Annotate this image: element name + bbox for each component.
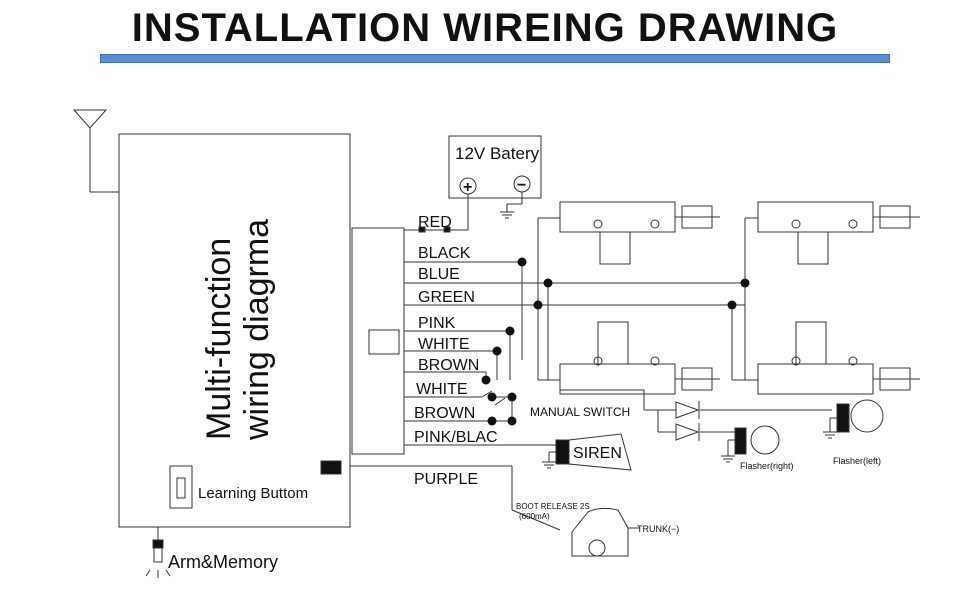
learning-button-label: Learning Buttom (198, 485, 308, 502)
siren-label: SIREN (573, 445, 622, 462)
siren-body (555, 439, 570, 465)
antenna-icon (72, 109, 119, 193)
learning-button[interactable] (169, 465, 193, 509)
module-title-line2: wiring diagrma (238, 219, 276, 441)
wire-label-black: BLACK (418, 245, 471, 262)
module-title-line1: Multi-function (200, 238, 238, 440)
wire-connector-block (351, 227, 405, 455)
diode-2-icon (675, 423, 700, 441)
wire-label-purple: PURPLE (414, 471, 478, 488)
flasher-right-label: Flasher(right) (740, 461, 794, 471)
manual-switch-label: MANUAL SWITCH (530, 405, 630, 419)
diode-1-icon (675, 401, 700, 419)
flasher-left-bulb-icon (850, 399, 884, 433)
battery-minus-label: − (517, 177, 526, 194)
purple-wire-connector (320, 460, 342, 475)
connector-tab (368, 329, 400, 355)
wire-label-pink: PINK (418, 315, 456, 332)
wire-label-white-1: WHITE (418, 336, 470, 353)
wire-label-white-2: WHITE (416, 381, 468, 398)
flasher-left-label: Flasher(left) (833, 456, 881, 466)
battery-plus-label: + (463, 179, 472, 196)
car-trunk-icon (571, 507, 640, 557)
boot-release-label-line2: (600mA) (519, 512, 550, 521)
junction-dots (481, 257, 750, 426)
title-underline-bar (100, 54, 890, 63)
boot-release-label-line1: BOOT RELEASE 2S (516, 502, 590, 511)
wire-label-brown-2: BROWN (414, 405, 475, 422)
wire-label-red: RED (418, 214, 452, 231)
siren-horn-icon (568, 433, 632, 471)
flasher-right-bulb-icon (750, 425, 780, 455)
page-title: INSTALLATION WIREING DRAWING (131, 6, 839, 50)
arm-memory-label: Arm&Memory (168, 552, 278, 572)
led-icon (145, 527, 171, 578)
wire-label-blue: BLUE (418, 266, 460, 283)
wire-label-pink-black: PINK/BLAC (414, 429, 498, 446)
wire-label-green: GREEN (418, 289, 475, 306)
flasher-right-housing (734, 427, 747, 455)
trunk-label: TRUNK(−) (637, 524, 679, 534)
actuator-bottom-right (757, 321, 920, 395)
battery-label: 12V Batery (455, 144, 540, 163)
actuator-bottom-left (559, 321, 720, 395)
wire-label-brown-1: BROWN (418, 357, 479, 374)
learning-button-inner (176, 477, 186, 499)
actuator-top-right (757, 201, 920, 265)
battery-box (448, 135, 542, 199)
control-module (118, 133, 351, 528)
flasher-left-housing (836, 403, 850, 433)
actuator-top-left (559, 201, 720, 265)
